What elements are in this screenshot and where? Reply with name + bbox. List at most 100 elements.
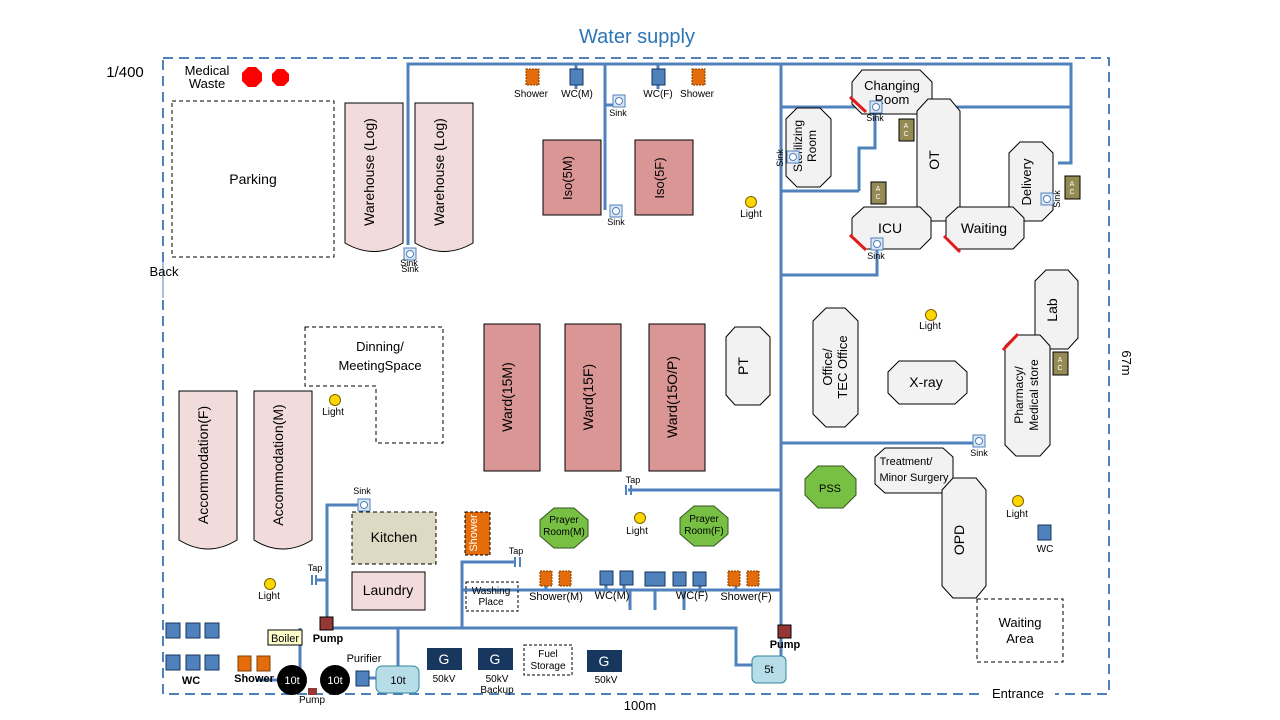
light-icon bbox=[1012, 495, 1024, 507]
wc-icon bbox=[619, 570, 634, 586]
wc-block bbox=[165, 622, 220, 671]
tank-10t-clean bbox=[375, 665, 420, 694]
ward-15op bbox=[648, 323, 706, 472]
wc-icon bbox=[692, 571, 707, 587]
pharmacy-store bbox=[1004, 334, 1051, 457]
kitchen-label: Kitchen bbox=[371, 529, 418, 545]
svg-text:ICU: ICU bbox=[878, 220, 902, 236]
svg-text:Sink: Sink bbox=[867, 251, 885, 261]
svg-text:Shower: Shower bbox=[514, 89, 549, 100]
sterilizing-room bbox=[785, 107, 832, 188]
light-icon bbox=[745, 196, 757, 208]
ac-unit bbox=[1052, 351, 1069, 376]
door-marker bbox=[942, 234, 962, 254]
shower-label: Shower bbox=[234, 673, 274, 685]
opd-building bbox=[941, 477, 987, 599]
svg-text:AC: AC bbox=[1069, 181, 1074, 196]
tank-10t bbox=[277, 665, 307, 695]
svg-text:10t: 10t bbox=[390, 675, 405, 687]
pump-label: Pump bbox=[313, 633, 344, 645]
svg-text:Sink: Sink bbox=[401, 264, 419, 274]
svg-text:Sink: Sink bbox=[607, 217, 625, 227]
svg-text:Accommodation(F): Accommodation(F) bbox=[195, 406, 211, 524]
svg-text:WC(M): WC(M) bbox=[595, 590, 630, 602]
treatment-room bbox=[874, 447, 954, 494]
iso-5m bbox=[542, 139, 602, 216]
tank-5t bbox=[751, 655, 787, 684]
pump-icon bbox=[308, 688, 317, 695]
svg-text:Light: Light bbox=[919, 321, 941, 332]
sink-icon bbox=[870, 237, 884, 251]
pt-building bbox=[725, 326, 771, 406]
wc-icon bbox=[651, 68, 666, 86]
dining-label: Dinning/MeetingSpace bbox=[338, 339, 421, 373]
svg-text:Sink: Sink bbox=[866, 113, 884, 123]
back-gate-label: Back bbox=[150, 264, 179, 279]
sink-icon bbox=[609, 204, 623, 218]
office-label: Office/TEC Office bbox=[820, 335, 850, 398]
svg-text:G: G bbox=[490, 651, 501, 667]
svg-text:Sink: Sink bbox=[353, 486, 371, 496]
iso-5f bbox=[634, 139, 694, 216]
washing-place bbox=[465, 581, 519, 612]
svg-text:AC: AC bbox=[903, 123, 908, 138]
wc-block-label: WC bbox=[182, 675, 200, 687]
kitchen-building bbox=[351, 511, 437, 565]
svg-text:Iso(5M): Iso(5M) bbox=[560, 156, 575, 200]
svg-text:WC(F): WC(F) bbox=[676, 590, 708, 602]
waiting-area bbox=[976, 598, 1064, 663]
pharmacy-label: Pharmacy/Medical store bbox=[1012, 359, 1041, 431]
sink-icon bbox=[972, 434, 986, 448]
medical-waste-bin bbox=[242, 67, 262, 87]
svg-text:Light: Light bbox=[322, 407, 344, 418]
door-marker bbox=[1001, 332, 1020, 352]
wc-icon bbox=[1037, 524, 1052, 541]
sink-icon bbox=[357, 498, 371, 512]
svg-text:Ward(15M): Ward(15M) bbox=[499, 362, 515, 432]
shower-icon bbox=[525, 68, 540, 86]
svg-text:G: G bbox=[439, 651, 450, 667]
shower-icon bbox=[237, 655, 252, 672]
wc-icon bbox=[672, 571, 687, 587]
warehouse-2: Warehouse (Log) bbox=[414, 102, 474, 252]
tank-10t bbox=[320, 665, 350, 695]
boiler bbox=[267, 629, 303, 646]
purifier-label: Purifier bbox=[347, 653, 382, 665]
pss-building bbox=[804, 465, 857, 509]
svg-text:5t: 5t bbox=[764, 664, 773, 676]
tap-label: Tap bbox=[308, 563, 323, 573]
svg-text:Warehouse (Log): Warehouse (Log) bbox=[361, 118, 377, 226]
laundry-label: Laundry bbox=[363, 582, 414, 598]
lab-room bbox=[1034, 269, 1079, 350]
site-boundary bbox=[162, 57, 1110, 695]
generator-kv: 50kV bbox=[595, 675, 618, 686]
light-icon bbox=[264, 578, 276, 590]
generator bbox=[478, 648, 513, 670]
tap-label: Tap bbox=[626, 475, 641, 485]
parking-area bbox=[171, 100, 335, 258]
svg-text:Warehouse (Log): Warehouse (Log) bbox=[431, 118, 447, 226]
svg-text:OPD: OPD bbox=[951, 525, 967, 555]
tap-label: Tap bbox=[509, 546, 524, 556]
boiler-label: Boiler bbox=[271, 633, 299, 645]
ac-unit bbox=[870, 181, 887, 205]
prayer-room-m bbox=[539, 507, 589, 549]
pump-icon bbox=[319, 616, 334, 631]
page-title: Water supply bbox=[579, 26, 695, 48]
svg-text:Light: Light bbox=[740, 209, 762, 220]
accommodation-f: Accommodation(F) bbox=[178, 390, 238, 550]
width-dimension: 100m bbox=[624, 698, 657, 713]
svg-text:Sink: Sink bbox=[1052, 190, 1062, 208]
svg-text:WC(F): WC(F) bbox=[643, 89, 672, 100]
xray-room bbox=[887, 360, 968, 405]
svg-text:Sink: Sink bbox=[400, 258, 418, 268]
light-icon bbox=[634, 512, 646, 524]
svg-text:Lab: Lab bbox=[1044, 298, 1060, 322]
svg-text:Sink: Sink bbox=[609, 108, 627, 118]
svg-text:Sink: Sink bbox=[775, 149, 785, 167]
svg-text:Sink: Sink bbox=[970, 448, 988, 458]
